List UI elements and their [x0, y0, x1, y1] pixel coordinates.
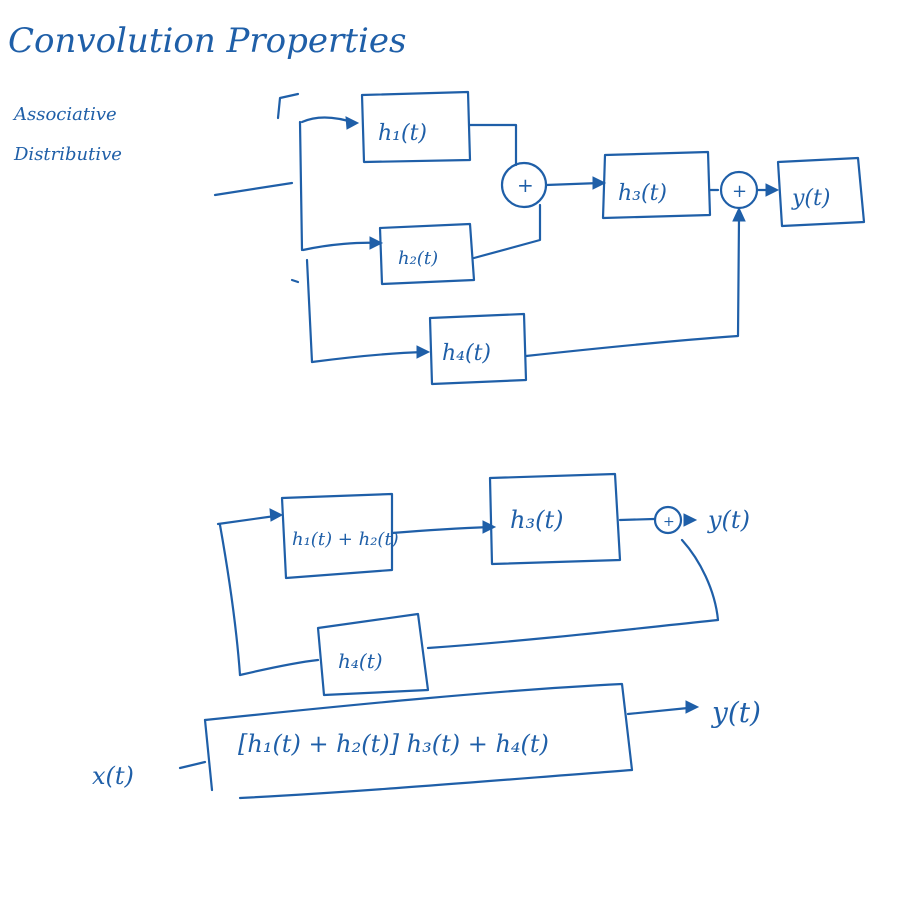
line-h2-to-sum	[472, 203, 542, 260]
d2-block-h12	[280, 492, 394, 580]
d3-input-label: x(t)	[92, 762, 134, 790]
d2-block-h12-label: h₁(t) + h₂(t)	[292, 529, 399, 550]
d3-input-line	[178, 760, 207, 770]
diagram-1: h₁(t) h₂(t) h₄(t) + h₃(t) +	[213, 90, 866, 386]
d3-expression: [h₁(t) + h₂(t)] h₃(t) + h₄(t)	[238, 730, 549, 758]
line-sum-to-h3	[544, 181, 602, 187]
d3-block-left-edge	[203, 718, 214, 792]
d2-arrow-to-h3	[482, 520, 497, 534]
d2-line-h12-to-h3	[390, 525, 492, 535]
d2-left-feed	[218, 523, 242, 677]
d3-arrow-out	[685, 700, 700, 714]
arrow-to-h3	[592, 176, 607, 190]
block-h1	[360, 90, 472, 164]
d2-summing-symbol: +	[663, 514, 675, 530]
d2-arrow-to-h12	[269, 508, 284, 522]
d2-line-h4-to-sum	[426, 538, 720, 650]
block-y-label: y(t)	[791, 186, 830, 211]
d2-line-h3-to-sum	[618, 517, 656, 522]
block-h2	[378, 222, 476, 286]
d2-block-h3	[488, 472, 622, 566]
line-to-h2	[301, 241, 380, 252]
d2-block-h4	[316, 612, 430, 697]
d2-block-h4-label: h₄(t)	[338, 649, 383, 673]
summing-junction-1-symbol: +	[517, 173, 534, 197]
input-line	[213, 181, 294, 197]
d2-arrow-out	[683, 513, 698, 527]
d3-output-line	[626, 706, 690, 716]
block-h2-label: h₂(t)	[398, 248, 438, 269]
block-h4-label: h₄(t)	[442, 341, 491, 366]
line-h4-to-sum2	[524, 216, 741, 358]
d2-summing-junction	[653, 505, 683, 535]
page-title: Convolution Properties	[8, 21, 406, 61]
d2-input-line	[216, 514, 277, 526]
split-line-lower	[305, 258, 314, 364]
d3-output-label: y(t)	[710, 696, 761, 729]
line-to-h4	[310, 350, 427, 364]
d3-block	[203, 682, 634, 800]
d2-line-to-h4	[238, 658, 320, 677]
block-h3	[601, 150, 712, 220]
block-h4	[428, 312, 528, 386]
split-tick	[290, 278, 300, 284]
arrow-to-h2	[369, 236, 384, 250]
subtitle-distributive: Distributive	[13, 144, 122, 165]
block-h3-label: h₃(t)	[618, 181, 667, 206]
diagram-2: h₁(t) + h₂(t) h₃(t) + y(t) h₄(t)	[216, 472, 750, 697]
split-line-upper	[298, 120, 304, 252]
d2-block-h3-label: h₃(t)	[510, 506, 563, 534]
arrow-to-h1	[345, 116, 360, 130]
diagram-3: x(t) [h₁(t) + h₂(t)] h₃(t) + h₄(t) y(t)	[92, 682, 761, 800]
arrow-to-h4	[416, 345, 431, 359]
arrow-h4-to-sum2	[732, 206, 746, 222]
subtitle-associative: Associative	[12, 104, 117, 125]
arrow-to-y	[765, 183, 780, 197]
line-h1-to-sum	[468, 123, 518, 167]
corner-tick	[276, 92, 300, 120]
d2-output-label: y(t)	[707, 506, 750, 534]
block-y	[776, 156, 866, 228]
block-h1-label: h₁(t)	[378, 121, 427, 146]
summing-junction-2-symbol: +	[732, 181, 747, 202]
